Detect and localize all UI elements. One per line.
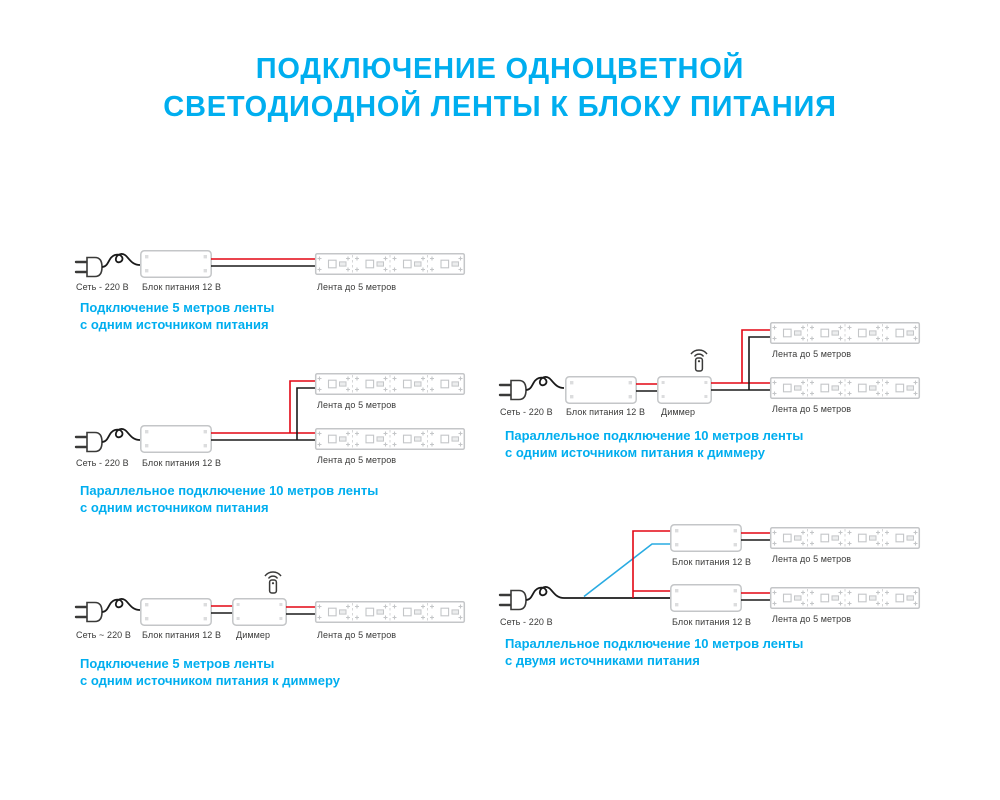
led-strip-top — [769, 526, 921, 550]
label-psu-bottom: Блок питания 12 В — [672, 617, 752, 627]
power-plug-icon — [498, 585, 566, 611]
diagram-single-strip-graphic — [74, 250, 466, 278]
caption-diagram-1: Подключение 5 метров ленты с одним источ… — [80, 299, 274, 333]
led-strip-bottom — [769, 376, 921, 400]
diagram-parallel-two-psu-graphic — [498, 524, 921, 612]
label-strip-bottom: Лента до 5 метров — [317, 455, 397, 465]
diagram-single-strip-dimmer-graphic — [74, 571, 466, 626]
led-strip — [314, 600, 466, 624]
label-mains: Сеть ~ 220 В — [76, 630, 131, 640]
label-psu: Блок питания 12 В — [142, 282, 222, 292]
psu-box — [140, 425, 212, 453]
caption-line: с двумя источниками питания — [505, 653, 700, 668]
caption-diagram-4: Параллельное подключение 10 метров ленты… — [505, 427, 803, 461]
page-title-line1: ПОДКЛЮЧЕНИЕ ОДНОЦВЕТНОЙ — [255, 53, 745, 85]
label-mains: Сеть - 220 В — [76, 282, 129, 292]
psu-box — [565, 376, 637, 404]
label-strip-top: Лента до 5 метров — [317, 400, 397, 410]
label-strip-top: Лента до 5 метров — [772, 554, 852, 564]
caption-diagram-2: Параллельное подключение 10 метров ленты… — [80, 482, 378, 516]
dimmer-box — [232, 598, 287, 626]
label-strip-bottom: Лента до 5 метров — [772, 614, 852, 624]
label-psu: Блок питания 12 В — [142, 458, 222, 468]
diagram-parallel-one-psu-graphic — [74, 372, 466, 453]
caption-line: Параллельное подключение 10 метров ленты — [505, 636, 804, 651]
caption-line: Подключение 5 метров ленты — [80, 656, 275, 671]
label-strip: Лента до 5 метров — [317, 630, 397, 640]
power-plug-icon — [498, 375, 566, 401]
label-strip: Лента до 5 метров — [317, 282, 397, 292]
caption-line: Параллельное подключение 10 метров ленты — [505, 428, 804, 443]
label-mains: Сеть - 220 В — [76, 458, 129, 468]
led-strip — [314, 252, 466, 276]
page-title: ПОДКЛЮЧЕНИЕ ОДНОЦВЕТНОЙ СВЕТОДИОДНОЙ ЛЕН… — [0, 50, 1000, 126]
label-mains: Сеть - 220 В — [500, 617, 553, 627]
wire-black-branch — [296, 387, 316, 440]
label-strip-bottom: Лента до 5 метров — [772, 404, 852, 414]
label-strip-top: Лента до 5 метров — [772, 349, 852, 359]
label-psu: Блок питания 12 В — [142, 630, 222, 640]
remote-control-icon — [690, 349, 708, 372]
page-title-line2: СВЕТОДИОДНОЙ ЛЕНТЫ К БЛОКУ ПИТАНИЯ — [163, 91, 837, 123]
remote-control-icon — [264, 571, 282, 594]
led-strip-top — [314, 372, 466, 396]
led-strip-top — [769, 321, 921, 345]
power-plug-icon — [74, 427, 142, 453]
diagram-parallel-dimmer-graphic — [498, 321, 921, 404]
psu-box-top — [670, 524, 742, 552]
caption-diagram-5: Параллельное подключение 10 метров ленты… — [505, 635, 803, 669]
label-psu-top: Блок питания 12 В — [672, 557, 752, 567]
caption-diagram-3: Подключение 5 метров ленты с одним источ… — [80, 655, 340, 689]
led-strip-bottom — [769, 586, 921, 610]
wire-blue-branch — [583, 543, 671, 598]
power-plug-icon — [74, 597, 142, 623]
power-plug-icon — [74, 252, 142, 278]
wire-red-branch — [741, 329, 771, 383]
psu-box-bottom — [670, 584, 742, 612]
label-dimmer: Диммер — [236, 630, 271, 640]
psu-box — [140, 250, 212, 278]
caption-line: с одним источником питания — [80, 500, 269, 515]
caption-line: с одним источником питания к диммеру — [505, 445, 765, 460]
label-psu: Блок питания 12 В — [566, 407, 646, 417]
wire-red-branch — [632, 530, 671, 598]
caption-line: с одним источником питания — [80, 317, 269, 332]
label-dimmer: Диммер — [661, 407, 696, 417]
psu-box — [140, 598, 212, 626]
caption-line: Параллельное подключение 10 метров ленты — [80, 483, 379, 498]
wire-red-branch — [289, 380, 316, 433]
led-strip-bottom — [314, 427, 466, 451]
caption-line: Подключение 5 метров ленты — [80, 300, 275, 315]
caption-line: с одним источником питания к диммеру — [80, 673, 340, 688]
dimmer-box — [657, 376, 712, 404]
wire-black-branch — [748, 336, 771, 390]
label-mains: Сеть - 220 В — [500, 407, 553, 417]
